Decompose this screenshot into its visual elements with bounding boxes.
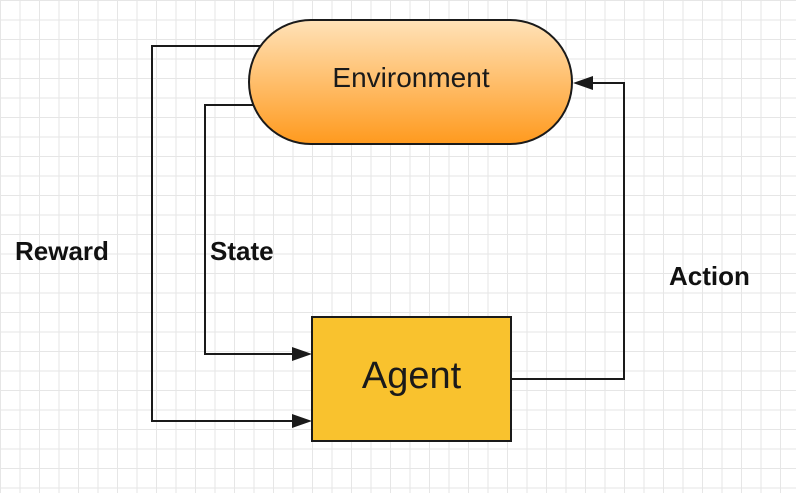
action-label: Action xyxy=(669,261,750,291)
state-arrowhead xyxy=(292,347,312,361)
state-connector xyxy=(204,104,295,355)
reward-label: Reward xyxy=(15,236,109,266)
agent-label: Agent xyxy=(361,355,462,397)
reward-connector xyxy=(151,45,295,422)
action-arrowhead xyxy=(573,76,593,90)
state-label: State xyxy=(210,236,274,266)
agent-node xyxy=(311,316,512,442)
action-connector xyxy=(511,82,625,380)
reward-arrowhead xyxy=(292,414,312,428)
environment-label: Environment xyxy=(332,62,490,93)
environment-node xyxy=(248,19,573,145)
